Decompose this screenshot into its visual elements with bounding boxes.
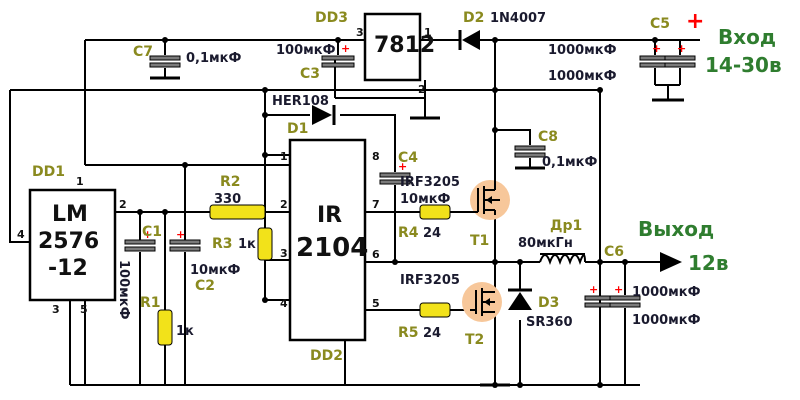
svg-text:+: + bbox=[143, 228, 152, 241]
label-c3: C3 bbox=[300, 66, 320, 82]
label-d3-value: SR360 bbox=[526, 315, 573, 330]
svg-text:+: + bbox=[652, 42, 661, 55]
ir2104-box bbox=[288, 138, 367, 342]
label-c3-value: 100мкФ bbox=[276, 43, 336, 58]
diode-d1 bbox=[312, 105, 336, 125]
label-c6: C6 bbox=[604, 244, 624, 260]
label-c2: C2 bbox=[195, 278, 215, 294]
resistor-r2 bbox=[209, 204, 266, 220]
label-r3: R3 bbox=[212, 236, 233, 252]
resistor-r4 bbox=[419, 204, 451, 220]
label-c5-value-1: 1000мкФ bbox=[548, 43, 617, 58]
svg-text:8: 8 bbox=[372, 150, 380, 163]
label-c6-value-1: 1000мкФ bbox=[632, 285, 701, 300]
svg-text:+: + bbox=[398, 160, 407, 173]
svg-text:1: 1 bbox=[424, 26, 432, 39]
svg-text:4: 4 bbox=[17, 228, 25, 241]
label-7812: 7812 bbox=[374, 33, 435, 58]
capacitors bbox=[124, 55, 696, 308]
svg-text:3: 3 bbox=[356, 26, 364, 39]
label-d3: D3 bbox=[538, 295, 559, 311]
label-c4-value: 10мкФ bbox=[400, 192, 451, 207]
label-t2: T2 bbox=[465, 332, 484, 348]
label-c2-value: 10мкФ bbox=[190, 263, 241, 278]
labels: DD3 7812 3 1 2 D2 1N4007 C5 + 1000мкФ 10… bbox=[17, 9, 782, 364]
label-dd3: DD3 bbox=[315, 10, 348, 26]
svg-text:+: + bbox=[614, 283, 623, 296]
output-arrow-icon bbox=[660, 252, 682, 272]
label-output-voltage: 12в bbox=[688, 251, 729, 275]
label-d1-value: HER108 bbox=[272, 94, 329, 109]
mosfet-t2 bbox=[462, 282, 502, 322]
label-d2: D2 bbox=[463, 10, 484, 26]
label-r4: R4 bbox=[398, 225, 419, 241]
label-c1: C1 bbox=[142, 224, 162, 240]
diode-d2 bbox=[458, 30, 480, 50]
label-c7-value: 0,1мкФ bbox=[186, 51, 241, 66]
label-r5: R5 bbox=[398, 325, 419, 341]
label-c7: C7 bbox=[133, 44, 153, 60]
label-d2-value: 1N4007 bbox=[490, 11, 546, 26]
label-lm: LM bbox=[52, 202, 88, 227]
resistor-r5 bbox=[419, 302, 451, 318]
svg-text:+: + bbox=[589, 283, 598, 296]
resistors bbox=[157, 204, 451, 346]
mosfet-t1 bbox=[470, 130, 510, 220]
label-ir-2104: 2104 bbox=[296, 233, 368, 263]
junction-dots bbox=[137, 37, 658, 388]
label-input: Вход bbox=[718, 25, 776, 49]
svg-text:1: 1 bbox=[76, 175, 84, 188]
diode-d3 bbox=[508, 288, 532, 310]
label-r1-value: 1к bbox=[176, 324, 194, 339]
resistor-r3 bbox=[257, 227, 273, 261]
label-l1-value: 80мкГн bbox=[518, 236, 573, 251]
svg-text:2: 2 bbox=[418, 83, 426, 96]
label-lm-suffix: -12 bbox=[48, 256, 88, 281]
svg-text:1: 1 bbox=[280, 150, 288, 163]
plus-sign: + bbox=[686, 9, 704, 34]
label-dd2: DD2 bbox=[310, 348, 343, 364]
label-input-voltage: 14-30в bbox=[705, 53, 782, 77]
label-r3-value: 1к bbox=[238, 237, 256, 252]
svg-text:+: + bbox=[677, 42, 686, 55]
svg-text:3: 3 bbox=[280, 247, 288, 260]
inductor-l1 bbox=[539, 253, 586, 265]
label-c8-value: 0,1мкФ bbox=[542, 155, 597, 170]
label-l1: Др1 bbox=[550, 218, 582, 234]
svg-text:5: 5 bbox=[80, 303, 88, 316]
svg-text:4: 4 bbox=[280, 297, 288, 310]
label-r4-value: 24 bbox=[423, 226, 441, 241]
label-r1: R1 bbox=[140, 295, 161, 311]
svg-text:6: 6 bbox=[372, 248, 380, 261]
svg-text:+: + bbox=[341, 42, 350, 55]
resistor-r1 bbox=[157, 309, 173, 346]
svg-text:7: 7 bbox=[372, 198, 380, 211]
polarity-marks: + + + + + + + + bbox=[143, 42, 686, 296]
label-r5-value: 24 bbox=[423, 326, 441, 341]
label-output: Выход bbox=[638, 217, 714, 241]
label-ir: IR bbox=[317, 203, 342, 228]
label-lm-2576: 2576 bbox=[38, 229, 99, 254]
label-c8: C8 bbox=[538, 129, 558, 145]
svg-text:3: 3 bbox=[52, 303, 60, 316]
label-c5-value-2: 1000мкФ bbox=[548, 69, 617, 84]
label-c5: C5 bbox=[650, 16, 670, 32]
label-t1-part: IRF3205 bbox=[400, 175, 460, 190]
lm2576-box bbox=[28, 188, 117, 302]
label-r2: R2 bbox=[220, 174, 241, 190]
label-dd1: DD1 bbox=[32, 164, 65, 180]
label-d1: D1 bbox=[287, 121, 308, 137]
label-c6-value-2: 1000мкФ bbox=[632, 313, 701, 328]
svg-text:+: + bbox=[176, 228, 185, 241]
label-t2-part: IRF3205 bbox=[400, 273, 460, 288]
regulator-7812-box bbox=[363, 12, 422, 82]
svg-text:5: 5 bbox=[372, 297, 380, 310]
label-r2-value: 330 bbox=[214, 192, 241, 207]
label-c1-value: 100мкФ bbox=[116, 260, 131, 320]
label-t1: T1 bbox=[470, 233, 489, 249]
label-c4: C4 bbox=[398, 150, 418, 166]
svg-text:2: 2 bbox=[119, 198, 127, 211]
svg-text:2: 2 bbox=[280, 198, 288, 211]
